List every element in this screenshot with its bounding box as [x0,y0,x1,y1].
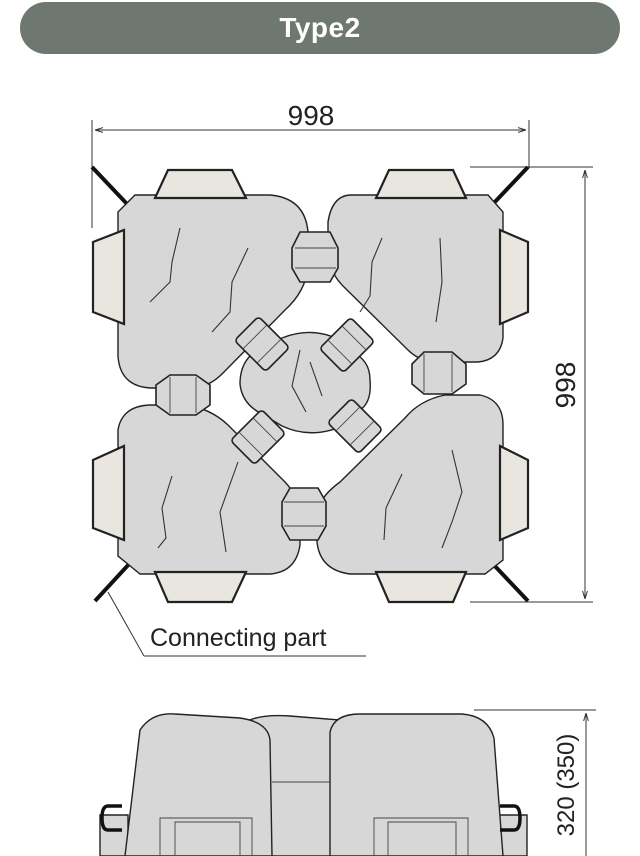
edge-pads [91,168,530,604]
height-dimension: 998 [470,166,593,603]
height-label: 998 [550,362,581,409]
width-dimension: 998 [91,100,530,228]
side-height-label: 320 (350) [553,734,580,837]
width-label: 998 [288,100,335,131]
callout-label: Connecting part [150,624,327,652]
block-connectors [155,231,467,541]
side-right-block [329,713,504,856]
side-left-block [124,713,273,856]
texture-lines [149,227,463,553]
title-bar: Type2 [20,2,620,54]
page-title: Type2 [279,12,361,43]
side-view: 320 (350) [99,709,596,856]
plan-view: 998 998 [90,100,593,657]
corner-connectors [90,165,530,603]
block-top-left [117,194,309,390]
block-bottom-left [117,404,301,575]
block-top-right [327,194,504,363]
connecting-part-callout: Connecting part [107,591,366,657]
